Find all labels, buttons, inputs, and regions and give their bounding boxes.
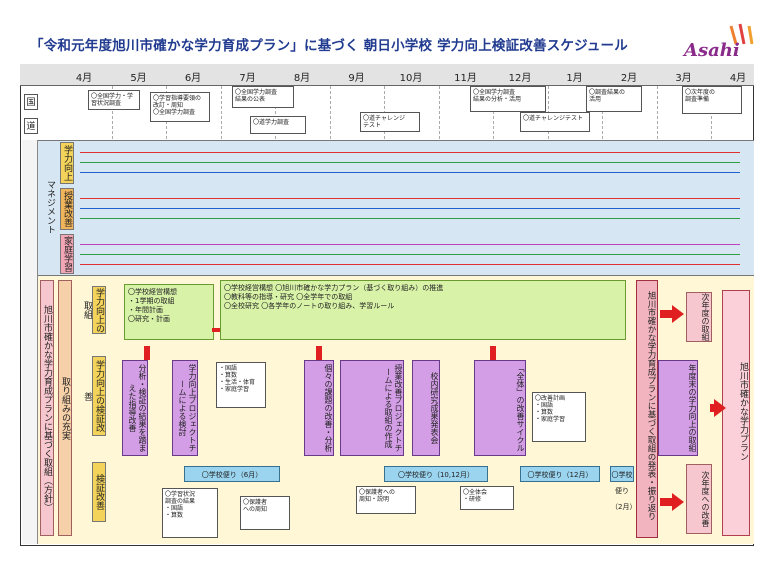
- red-vertical-text: 旭川市確かな学力育成プランに基づく取組の発表・振り返り: [646, 291, 656, 521]
- month-label: 6月: [184, 73, 202, 84]
- month-label: 1月: [566, 73, 583, 84]
- red-arrow-head: [672, 493, 684, 511]
- asahi-logo: Asahi: [676, 22, 766, 66]
- logo-text: Asahi: [682, 40, 740, 61]
- lower-tag: 学力向上の取組: [82, 286, 106, 334]
- month-label: 2月: [620, 73, 638, 84]
- prefecture-note: 〇道チャレンジテスト: [520, 112, 590, 132]
- national-note: 〇全国学力調査結果の公表: [232, 86, 294, 108]
- pink-box: 次年度の取組: [686, 292, 712, 342]
- purple-box: 「全体」の改善サイクル: [474, 360, 526, 456]
- side-tag: 家庭学習: [60, 234, 74, 274]
- blue-box: 〇学校便り（12月）: [520, 466, 600, 482]
- note-box: 〇保護者への周知: [240, 496, 290, 530]
- red-arrow-head: [714, 399, 726, 417]
- month-label: 11月: [454, 73, 477, 84]
- lower-tag: 検証改善: [92, 462, 106, 522]
- section-label-plan: 旭川市確かな学力育成プランに基づく取組（方針）: [40, 280, 54, 536]
- green-box-main: 〇学校経営構想 〇旭川市確かな学力プラン（基づく取り組み）の推進 〇教科等の指導…: [220, 280, 626, 340]
- note-box: 〇保護者への周知・説明: [356, 486, 416, 514]
- month-label: 4月: [75, 73, 93, 84]
- purple-box: 校内研究成果発表会: [412, 360, 440, 456]
- national-note: 〇全国学力・学習状況調査: [88, 90, 140, 110]
- note-box: 〇全体会・研修: [460, 486, 514, 510]
- lower-tag: 学力向上の検証改善: [82, 356, 106, 436]
- left-margin: [22, 140, 38, 544]
- prefecture-note: 〇道学力調査: [250, 116, 306, 134]
- month-header: [20, 64, 754, 86]
- green-line: 〇全校研究 〇各学年のノートの取り組み、学習ルール: [224, 302, 395, 310]
- timeline-line-red: [80, 264, 740, 265]
- red-arrow-head: [672, 305, 684, 323]
- side-tag: 学力向上: [60, 142, 74, 184]
- section-label-inner: 取り組みの充実: [58, 280, 72, 536]
- prefecture-note: 〇道チャレンジテスト: [360, 112, 420, 132]
- month-label: 9月: [348, 73, 365, 84]
- blue-box: 〇学校便り（10,12月）: [384, 466, 488, 482]
- green-box-left: 〇学校経営構想・1学期の取組・年間計画〇研究・計画: [124, 284, 214, 340]
- month-label: 3月: [675, 73, 692, 84]
- timeline-line-blue: [80, 208, 740, 209]
- month-label: 10月: [399, 73, 423, 84]
- red-vertical-box: 旭川市確かな学力育成プランに基づく取組の発表・振り返り: [636, 280, 658, 538]
- pink-box: 次年度への改善: [686, 464, 712, 534]
- row-label-national: 国: [24, 94, 38, 110]
- purple-box: 学力向上プロジェクトチームによる検討: [172, 360, 198, 456]
- note-box: 〇学習状況調査の結果・国語・算数: [162, 488, 218, 538]
- arrow-up-down: [144, 346, 150, 360]
- timeline-line-magenta: [80, 244, 740, 245]
- national-note: 〇学習指導要領の改訂・周知〇全国学力調査: [150, 92, 210, 122]
- purple-box: 分析・検証の結果を踏まえた指導改善: [122, 360, 148, 456]
- month-label: 12月: [508, 73, 532, 84]
- month-label: 7月: [239, 73, 256, 84]
- red-vertical-box: 旭川市確かな学力プラン: [722, 290, 750, 536]
- national-note: 〇全国学力調査結果の分析・活用: [470, 86, 546, 112]
- purple-box: 授業改善プロジェクトチームによる取組の作成: [340, 360, 404, 456]
- timeline-line-green: [80, 254, 740, 255]
- section-label-management: マネジメント: [45, 180, 55, 234]
- green-line: 〇教科等の指導・研究 〇全学年での取組: [224, 293, 353, 301]
- green-line: 〇学校経営構想 〇旭川市確かな学力プラン（基づく取り組み）の推進: [224, 284, 444, 292]
- blue-box: 〇学校便り（6月）: [184, 466, 280, 482]
- arrow-up-down: [316, 346, 322, 360]
- timeline-line-red: [80, 198, 740, 199]
- red-vertical-text: 旭川市確かな学力プラン: [738, 361, 748, 461]
- purple-box: 個々の課題の改善・分析: [304, 360, 334, 456]
- timeline-line-blue: [80, 172, 740, 173]
- national-note: 〇次年度の調査準備: [682, 86, 742, 114]
- note-box: ・国語・算数・生活・体育・家庭学習: [216, 362, 266, 408]
- blue-box: 〇学校便り（2月）: [610, 466, 636, 511]
- side-tag: 授業改善: [60, 188, 74, 230]
- red-arrow: [660, 498, 674, 506]
- note-box: 〇改善計画・国語・算数・家庭学習: [532, 392, 586, 442]
- arrow-shaft: [212, 328, 220, 332]
- timeline-line-green: [80, 218, 740, 219]
- month-label: 8月: [293, 73, 311, 84]
- national-note: 〇調査結果の活用: [586, 86, 642, 112]
- arrow-up-down: [490, 346, 496, 360]
- month-label: 4月: [729, 73, 747, 84]
- purple-box: 年度末の学力向上の取組: [658, 360, 698, 456]
- timeline-line-red: [80, 152, 740, 153]
- month-label: 5月: [130, 73, 147, 84]
- timeline-line-green: [80, 162, 740, 163]
- row-label-prefecture: 道: [24, 118, 38, 134]
- red-arrow: [660, 310, 674, 318]
- page-title: 「令和元年度旭川市確かな学力育成プラン」に基づく 朝日小学校 学力向上検証改善ス…: [30, 38, 628, 54]
